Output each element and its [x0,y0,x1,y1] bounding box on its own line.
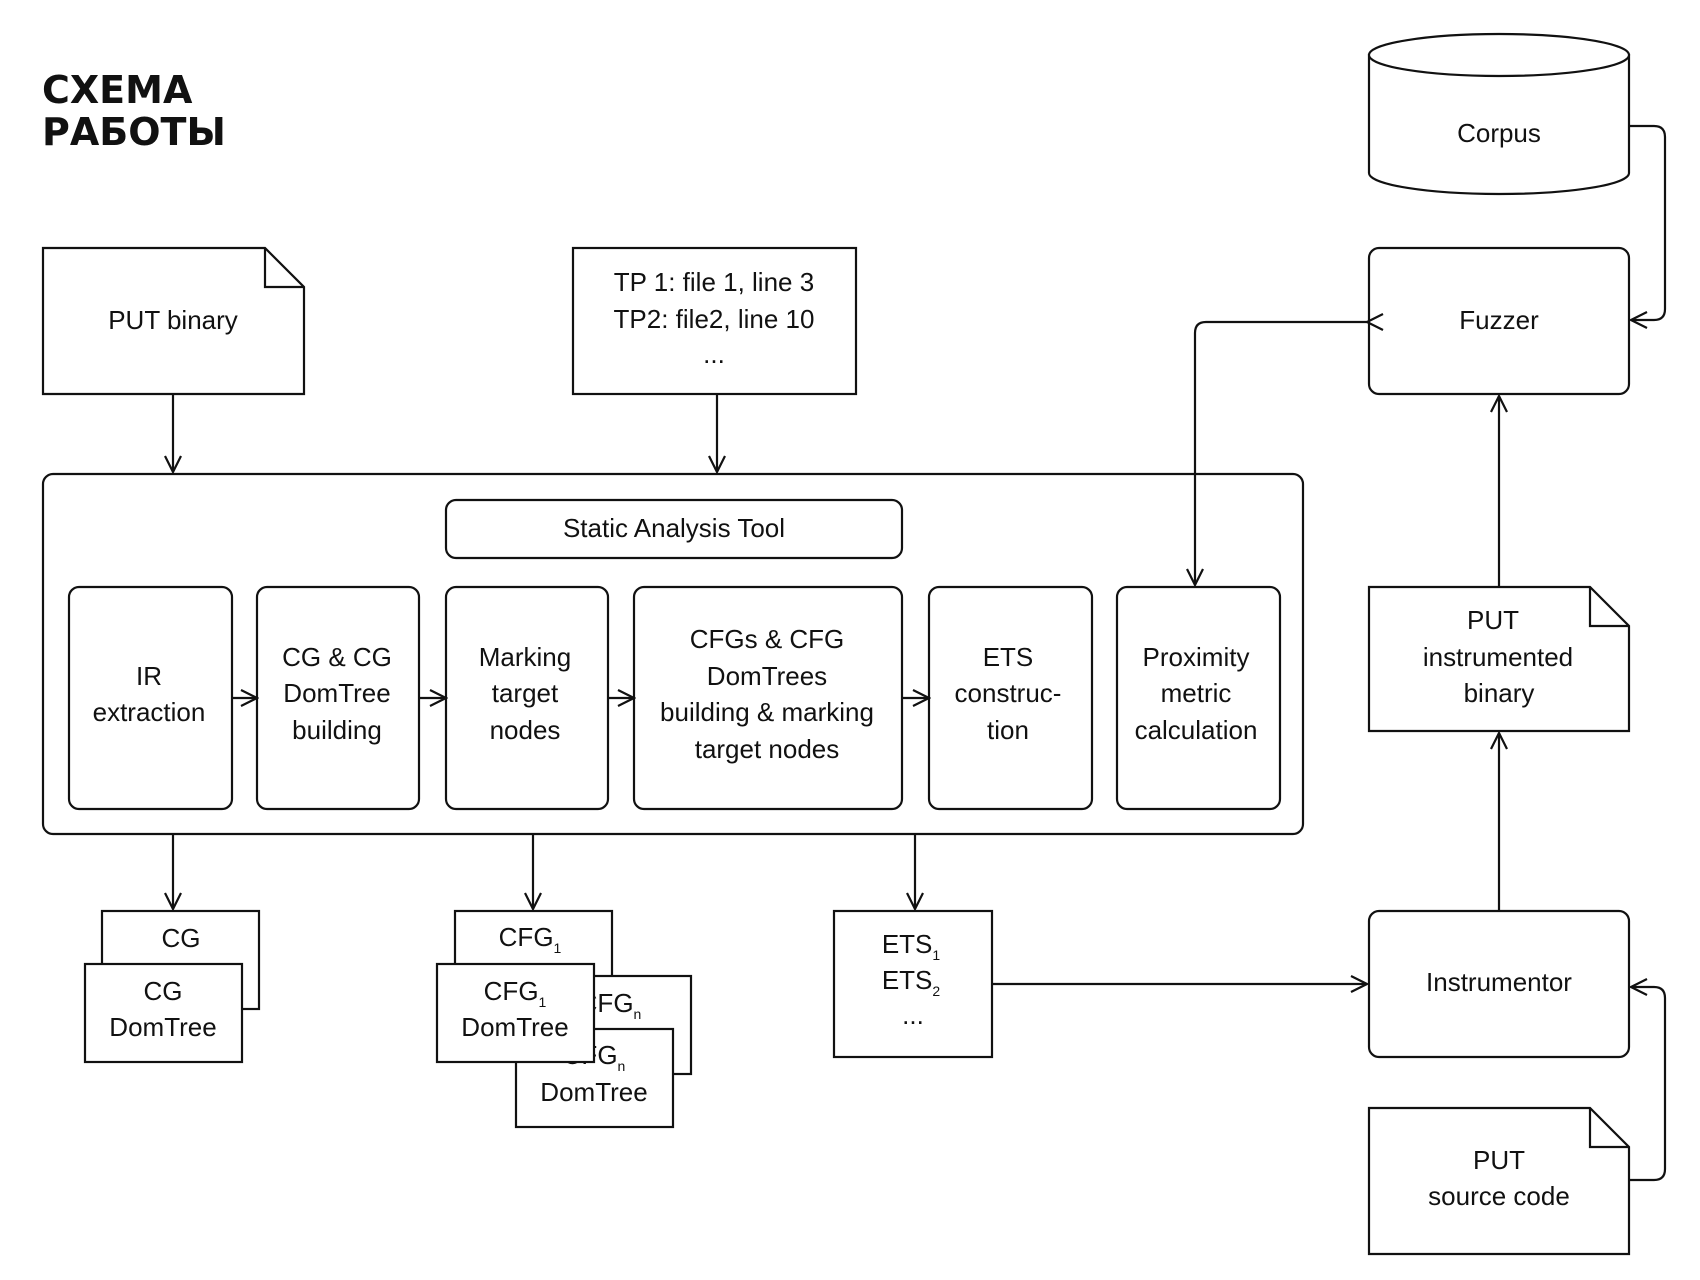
cfgn-domtree-line-2: DomTree [540,1077,647,1107]
stage-5-line-1: ETS [983,642,1034,672]
stage-ir-extraction: IR extraction [67,585,234,811]
put-binary-document: PUT binary [41,246,306,396]
instrumentor-label: Instrumentor [1426,967,1572,997]
right-connectors [992,124,1667,1182]
cg-output-stack: CG CG DomTree [83,909,261,1064]
target-point-2: TP2: file2, line 10 [614,304,815,334]
ets-line-1: ETS1 [882,929,941,963]
stage-2-line-1: CG & CG [282,642,392,672]
stage-5-line-2: construc- [955,678,1062,708]
stage-6-line-3: calculation [1135,715,1258,745]
instrumented-binary-line-2: instrumented [1423,642,1573,672]
cfg1-domtree-line-1: CFG1 [484,976,547,1010]
target-points-box: TP 1: file 1, line 3 TP2: file2, line 10… [571,246,858,396]
stage-3-line-2: target [492,678,559,708]
static-analysis-tool-header [444,498,904,560]
cfg1-domtree-line-2: DomTree [461,1012,568,1042]
put-source-code-document: PUT source code [1367,1106,1631,1256]
stage-4-line-3: building & marking [660,697,874,727]
title-line-1: СХЕМА [42,68,193,112]
fuzzer-label: Fuzzer [1459,305,1539,335]
ets-output-box: ETS1 ETS2 ... [832,909,994,1059]
stage-3-line-1: Marking [479,642,571,672]
stage-4-line-4: target nodes [695,734,840,764]
stage-2-line-2: DomTree [283,678,390,708]
input-arrows [173,394,717,472]
instrumented-binary-line-1: PUT [1467,605,1519,635]
target-points-ellipsis: ... [703,339,725,369]
stage-ets-construction: ETS construc- tion [927,585,1094,811]
stage-3-line-3: nodes [490,715,561,745]
cfg1-domtree-box [435,962,596,1064]
stage-4-line-2: DomTrees [707,661,827,691]
output-arrows [173,834,915,909]
cg-domtree-line-2: DomTree [109,1012,216,1042]
put-binary-label: PUT binary [108,305,238,335]
stage-4-line-1: CFGs & CFG [690,624,845,654]
stage-5-line-3: tion [987,715,1029,745]
fuzzer-box: Fuzzer [1367,246,1631,396]
stage-1-line-2: extraction [93,697,206,727]
corpus-database: Corpus [1367,32,1631,196]
instrumented-binary-line-3: binary [1464,678,1535,708]
source-code-line-1: PUT [1473,1145,1525,1175]
ets-ellipsis: ... [902,1000,924,1030]
cfg-output-stack: CFG1 CFGn CFGn DomTree CFG1 DomTree [435,909,693,1129]
instrumentor-box: Instrumentor [1367,909,1631,1059]
cg-domtree-line-1: CG [144,976,183,1006]
static-analysis-tool-label: Static Analysis Tool [563,513,785,543]
cg-domtree-box [83,962,244,1064]
corpus-label: Corpus [1457,118,1541,148]
cg-label: CG [162,923,201,953]
stage-2-line-3: building [292,715,382,745]
put-instrumented-binary-document: PUT instrumented binary [1367,585,1631,733]
stage-6-line-2: metric [1161,678,1232,708]
target-point-1: TP 1: file 1, line 3 [614,267,814,297]
ets-line-2: ETS2 [882,965,941,999]
stage-cg-domtree-building: CG & CG DomTree building [255,585,421,811]
title-line-2: РАБОТЫ [42,110,226,154]
diagram-title: СХЕМА РАБОТЫ [42,68,226,154]
stage-proximity-metric: Proximity metric calculation [1115,585,1282,811]
stage-6-line-1: Proximity [1143,642,1250,672]
stage-1-line-1: IR [136,661,162,691]
stage-marking-target-nodes: Marking target nodes [444,585,610,811]
stage-cfgs-domtrees-building: CFGs & CFG DomTrees building & marking t… [632,585,904,811]
cfg1-label: CFG1 [499,922,562,956]
source-code-line-2: source code [1428,1181,1570,1211]
